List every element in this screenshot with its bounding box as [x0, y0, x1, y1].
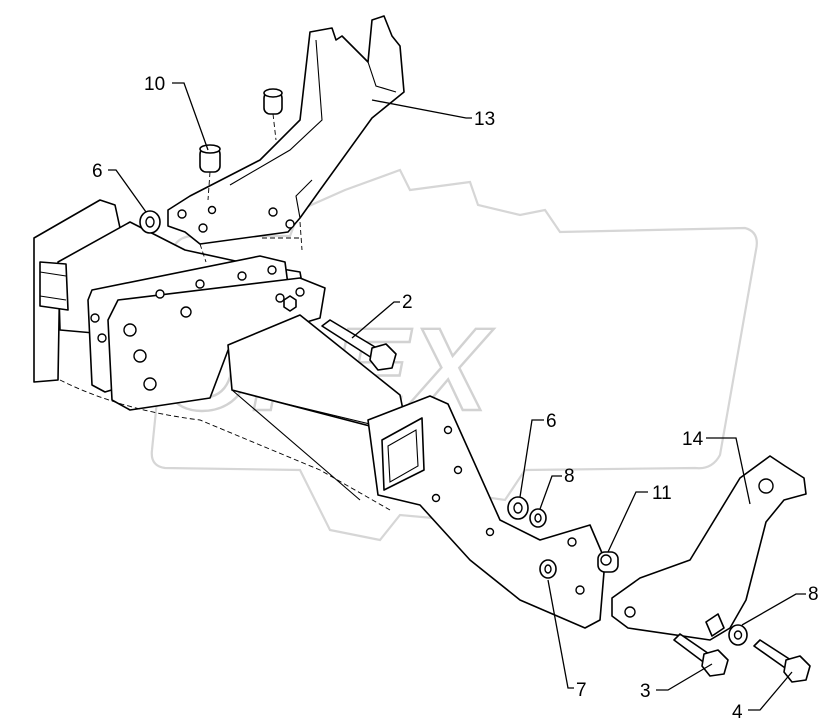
bushing-top	[263, 88, 283, 98]
callout-10: 10	[144, 74, 165, 95]
part-4-bolt	[753, 639, 811, 683]
side-plate-window	[381, 417, 425, 491]
flange-hole	[90, 313, 100, 323]
flange-hole	[155, 289, 165, 299]
leader-8-middle	[539, 475, 562, 510]
leader-3	[656, 663, 713, 691]
lower-bracket-hole	[624, 606, 636, 618]
flange-hole	[237, 271, 247, 281]
callout-8-lower: 8	[808, 584, 819, 605]
washer-8-middle-bore	[534, 513, 542, 523]
bolt-head	[369, 343, 397, 371]
spacer-6-upper-bore	[145, 216, 155, 228]
bracket-hole	[177, 209, 187, 219]
upper-bracket-edge	[229, 39, 397, 219]
flange-hole	[180, 306, 192, 318]
channel-edge-2	[39, 295, 67, 301]
side-plate-hole	[485, 527, 495, 537]
callout-6-upper: 6	[92, 161, 103, 182]
flange-hole	[123, 323, 137, 337]
callout-14: 14	[682, 429, 704, 450]
leader-4	[748, 671, 793, 711]
callout-4: 4	[732, 702, 743, 723]
bushing-top	[199, 144, 221, 154]
channel-bracket	[39, 261, 69, 311]
side-plate-window-inner	[387, 429, 419, 483]
part-3-bolt	[673, 633, 729, 677]
flange-hole	[195, 279, 205, 289]
leader-7	[547, 579, 574, 689]
side-plate-hole	[575, 585, 585, 595]
callout-11: 11	[652, 483, 672, 504]
hex-nut	[283, 295, 297, 312]
leader-8-lower	[741, 593, 806, 626]
bushing-alignment	[207, 113, 277, 201]
part-14-lower-bracket	[611, 455, 807, 641]
washer-8-lower-bore	[733, 630, 743, 640]
side-plate-hole	[453, 465, 463, 475]
leader-10	[172, 82, 209, 151]
channel-edge	[39, 271, 67, 277]
part-13-upper-bracket	[167, 15, 405, 263]
spacer-6-middle-bore	[513, 502, 523, 514]
leader-6-middle	[519, 419, 544, 498]
bracket-hole	[207, 205, 217, 215]
washer-7-bore	[544, 564, 552, 574]
leader-6-upper	[108, 169, 147, 213]
lower-bracket-slot	[705, 613, 725, 637]
callout-7: 7	[576, 680, 587, 701]
leader-2	[351, 301, 400, 339]
callout-3: 3	[640, 681, 651, 702]
callout-6-middle: 6	[546, 411, 557, 432]
leader-11	[607, 491, 648, 553]
bracket-hidden-line	[199, 221, 303, 263]
bracket-hole	[268, 207, 278, 217]
callout-8-middle: 8	[564, 466, 575, 487]
flange-hole	[143, 377, 157, 391]
leader-13	[371, 99, 472, 119]
flange-hole	[275, 293, 285, 303]
part-2-bolt	[321, 319, 397, 371]
lower-bracket	[611, 455, 807, 641]
side-plate-hole	[567, 537, 577, 547]
hidden-edge	[59, 379, 391, 511]
bolt-3-head	[701, 649, 729, 677]
callout-13: 13	[474, 109, 495, 130]
upper-bracket	[167, 15, 405, 245]
bracket-hole	[198, 223, 208, 233]
flange-hole	[295, 287, 305, 297]
bushing-11-bore	[600, 554, 612, 566]
flange-hole	[133, 349, 147, 363]
flange-hole	[267, 265, 277, 275]
leader-14	[706, 437, 751, 505]
flange-hole	[97, 333, 107, 343]
side-plate-hole	[431, 493, 441, 503]
bolt-4-head	[783, 655, 811, 683]
side-plate-hole	[443, 425, 453, 435]
part-10-bushings	[199, 88, 283, 201]
callout-2: 2	[402, 292, 413, 313]
lower-bracket-hole	[758, 478, 774, 494]
callout-labels: 10 13 6 2 6 8 11 14 8 7 3 4	[92, 74, 819, 723]
bracket-hole	[285, 219, 295, 229]
leader-lines	[108, 82, 806, 711]
